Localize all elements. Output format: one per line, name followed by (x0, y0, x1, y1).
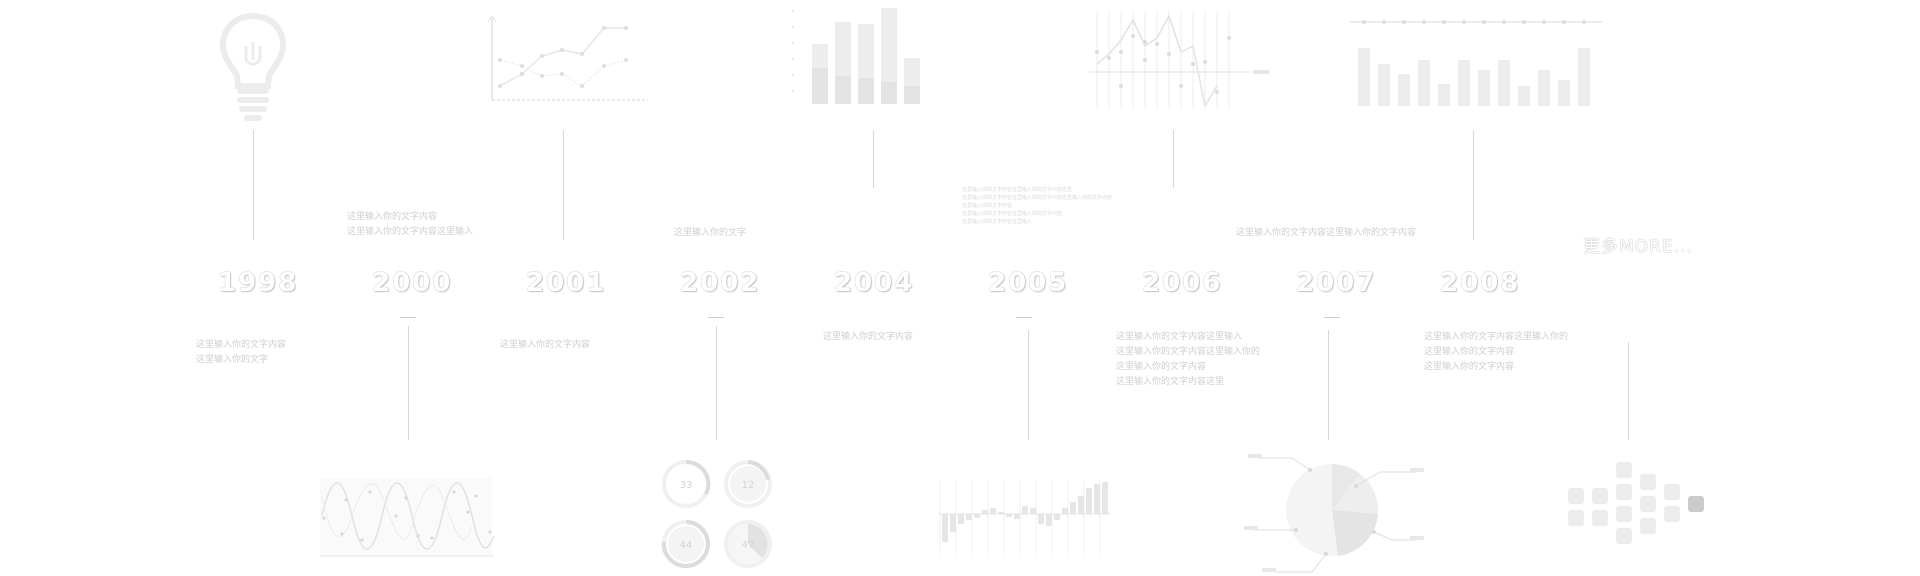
year-2000: 2000 (372, 268, 453, 298)
pie-callout-icon (1244, 454, 1424, 573)
note-2001-bottom: 这里输入你的文字内容 (500, 340, 591, 350)
donut-value-2: 12 (742, 480, 755, 491)
connector-2007-bottom (1328, 330, 1329, 440)
note-2008-bottom: 这里输入你的文字内容这里输入你的这里输入你的文字内容这里输入你的文字内容 (1424, 332, 1569, 372)
more-link[interactable]: 更多MORE... (1583, 237, 1693, 257)
connector-1998-top (253, 130, 254, 240)
wave-chart-icon (320, 478, 495, 557)
connector-2005-bottom (1028, 330, 1029, 440)
donut-value-3: 44 (680, 540, 693, 551)
connector-2004-top (873, 130, 874, 188)
year-2002: 2002 (680, 268, 761, 298)
dot-grid-icon (1568, 462, 1704, 544)
bar-dotted-icon (1350, 20, 1602, 106)
connector-2008-top (1473, 130, 1474, 240)
connector-2000-bottom (408, 326, 409, 440)
year-2004: 2004 (834, 268, 915, 298)
stacked-bar-icon (792, 8, 920, 104)
connector-2002-bottom (716, 326, 717, 440)
year-2007: 2007 (1296, 268, 1377, 298)
year-2008: 2008 (1440, 268, 1521, 298)
marker-2000 (400, 317, 416, 318)
note-2002-top: 这里输入你的文字 (674, 228, 747, 238)
note-2000-top: 这里输入你的文字内容这里输入你的文字内容这里输入 (347, 212, 474, 237)
scatter-line-icon (1089, 10, 1269, 110)
year-2006: 2006 (1142, 268, 1223, 298)
line-chart-icon (487, 15, 648, 101)
note-2006-bottom: 这里输入你的文字内容这里输入这里输入你的文字内容这里输入你的这里输入你的文字内容… (1116, 332, 1261, 387)
note-1998-bottom: 这里输入你的文字内容这里输入你的文字 (196, 340, 287, 365)
note-2006-top: 这里输入你的文字内容这里输入你的文字内容 (1236, 228, 1417, 238)
marker-2007 (1324, 317, 1340, 318)
year-2005: 2005 (988, 268, 1069, 298)
note-2004-bottom: 这里输入你的文字内容 (823, 332, 914, 342)
lightbulb-icon (219, 12, 287, 121)
year-1998: 1998 (218, 268, 299, 298)
year-2001: 2001 (526, 268, 607, 298)
waterfall-chart-icon (938, 480, 1110, 554)
connector-2006-top (1173, 130, 1174, 188)
connector-2001-top (563, 130, 564, 240)
connector-2008-bottom (1628, 342, 1629, 440)
donut-value-1: 33 (680, 480, 693, 491)
donut-charts-icon: 33 12 44 47 (661, 459, 772, 568)
marker-2002 (708, 317, 724, 318)
marker-2005 (1016, 317, 1032, 318)
donut-value-4: 47 (742, 540, 755, 551)
note-2005-top: 这里输入你的文字内容这里输入你的文字内容这里 这里输入你的文字内容这里输入你的文… (962, 187, 1113, 225)
